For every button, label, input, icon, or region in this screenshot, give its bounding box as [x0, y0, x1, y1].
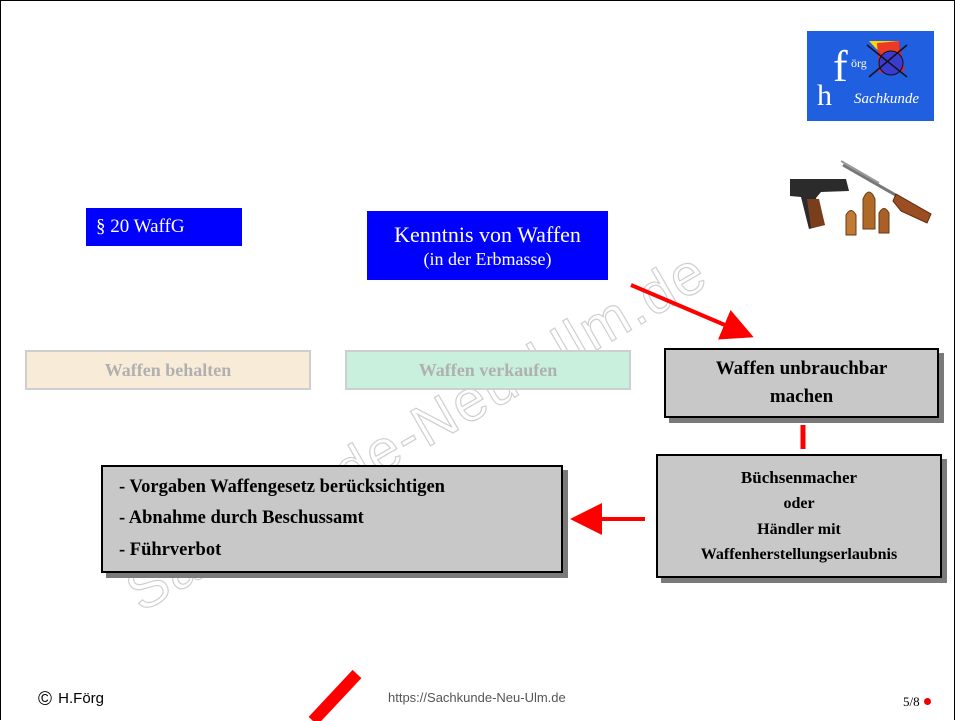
- requirement-item: - Vorgaben Waffengesetz berücksichtigen: [119, 476, 445, 497]
- requirements-box: - Vorgaben Waffengesetz berücksichtigen …: [101, 465, 563, 573]
- bullets-icon: [845, 191, 890, 236]
- requirement-item: - Abnahme durch Beschussamt: [119, 508, 364, 529]
- gunsmith-line4: Waffenherstellungserlaubnis: [700, 546, 898, 564]
- footer-author: © H.Förg: [38, 689, 104, 711]
- page-number-label: 5/8: [903, 694, 920, 709]
- logo-word: Sachkunde: [854, 91, 919, 107]
- option-keep-label: Waffen behalten: [104, 359, 232, 380]
- knowledge-box: Kenntnis von Waffen (in der Erbmasse): [367, 211, 608, 280]
- logo-graphic: h f örg Sachkunde: [817, 41, 919, 112]
- author-label: H.Förg: [58, 690, 105, 707]
- pistol-icon: [790, 179, 849, 229]
- law-paragraph-box: § 20 WaffG: [86, 208, 242, 246]
- gunsmith-line2: oder: [783, 495, 815, 513]
- copyright-icon: ©: [38, 689, 52, 710]
- option-disable-line2: machen: [769, 386, 834, 407]
- option-disable-box: Waffen unbrauchbar machen: [664, 348, 939, 418]
- option-keep-box: Waffen behalten: [25, 350, 311, 390]
- logo-sup: örg: [851, 56, 867, 70]
- rifle-icon: [840, 160, 932, 224]
- option-sell-label: Waffen verkaufen: [418, 359, 558, 380]
- gunsmith-box: Büchsenmacher oder Händler mit Waffenher…: [656, 454, 942, 578]
- red-stroke-decoration: [308, 669, 362, 721]
- footer-url[interactable]: https://Sachkunde-Neu-Ulm.de: [388, 690, 566, 705]
- sachkunde-logo: h f örg Sachkunde: [807, 31, 934, 121]
- logo-letter-f: f: [833, 42, 848, 91]
- law-paragraph-label: § 20 WaffG: [96, 216, 185, 237]
- logo-letter-h: h: [817, 79, 832, 112]
- knowledge-title: Kenntnis von Waffen: [394, 221, 581, 247]
- requirement-item: - Führverbot: [119, 539, 222, 560]
- page-number: 5/8: [903, 694, 931, 710]
- knowledge-subtitle: (in der Erbmasse): [423, 249, 552, 269]
- red-dot-icon: [923, 698, 931, 705]
- gunsmith-line1: Büchsenmacher: [740, 468, 858, 488]
- arrow-to-disable: [630, 283, 754, 340]
- option-disable-line1: Waffen unbrauchbar: [715, 358, 888, 380]
- option-sell-box: Waffen verkaufen: [345, 350, 631, 390]
- gunsmith-line3: Händler mit: [757, 520, 841, 538]
